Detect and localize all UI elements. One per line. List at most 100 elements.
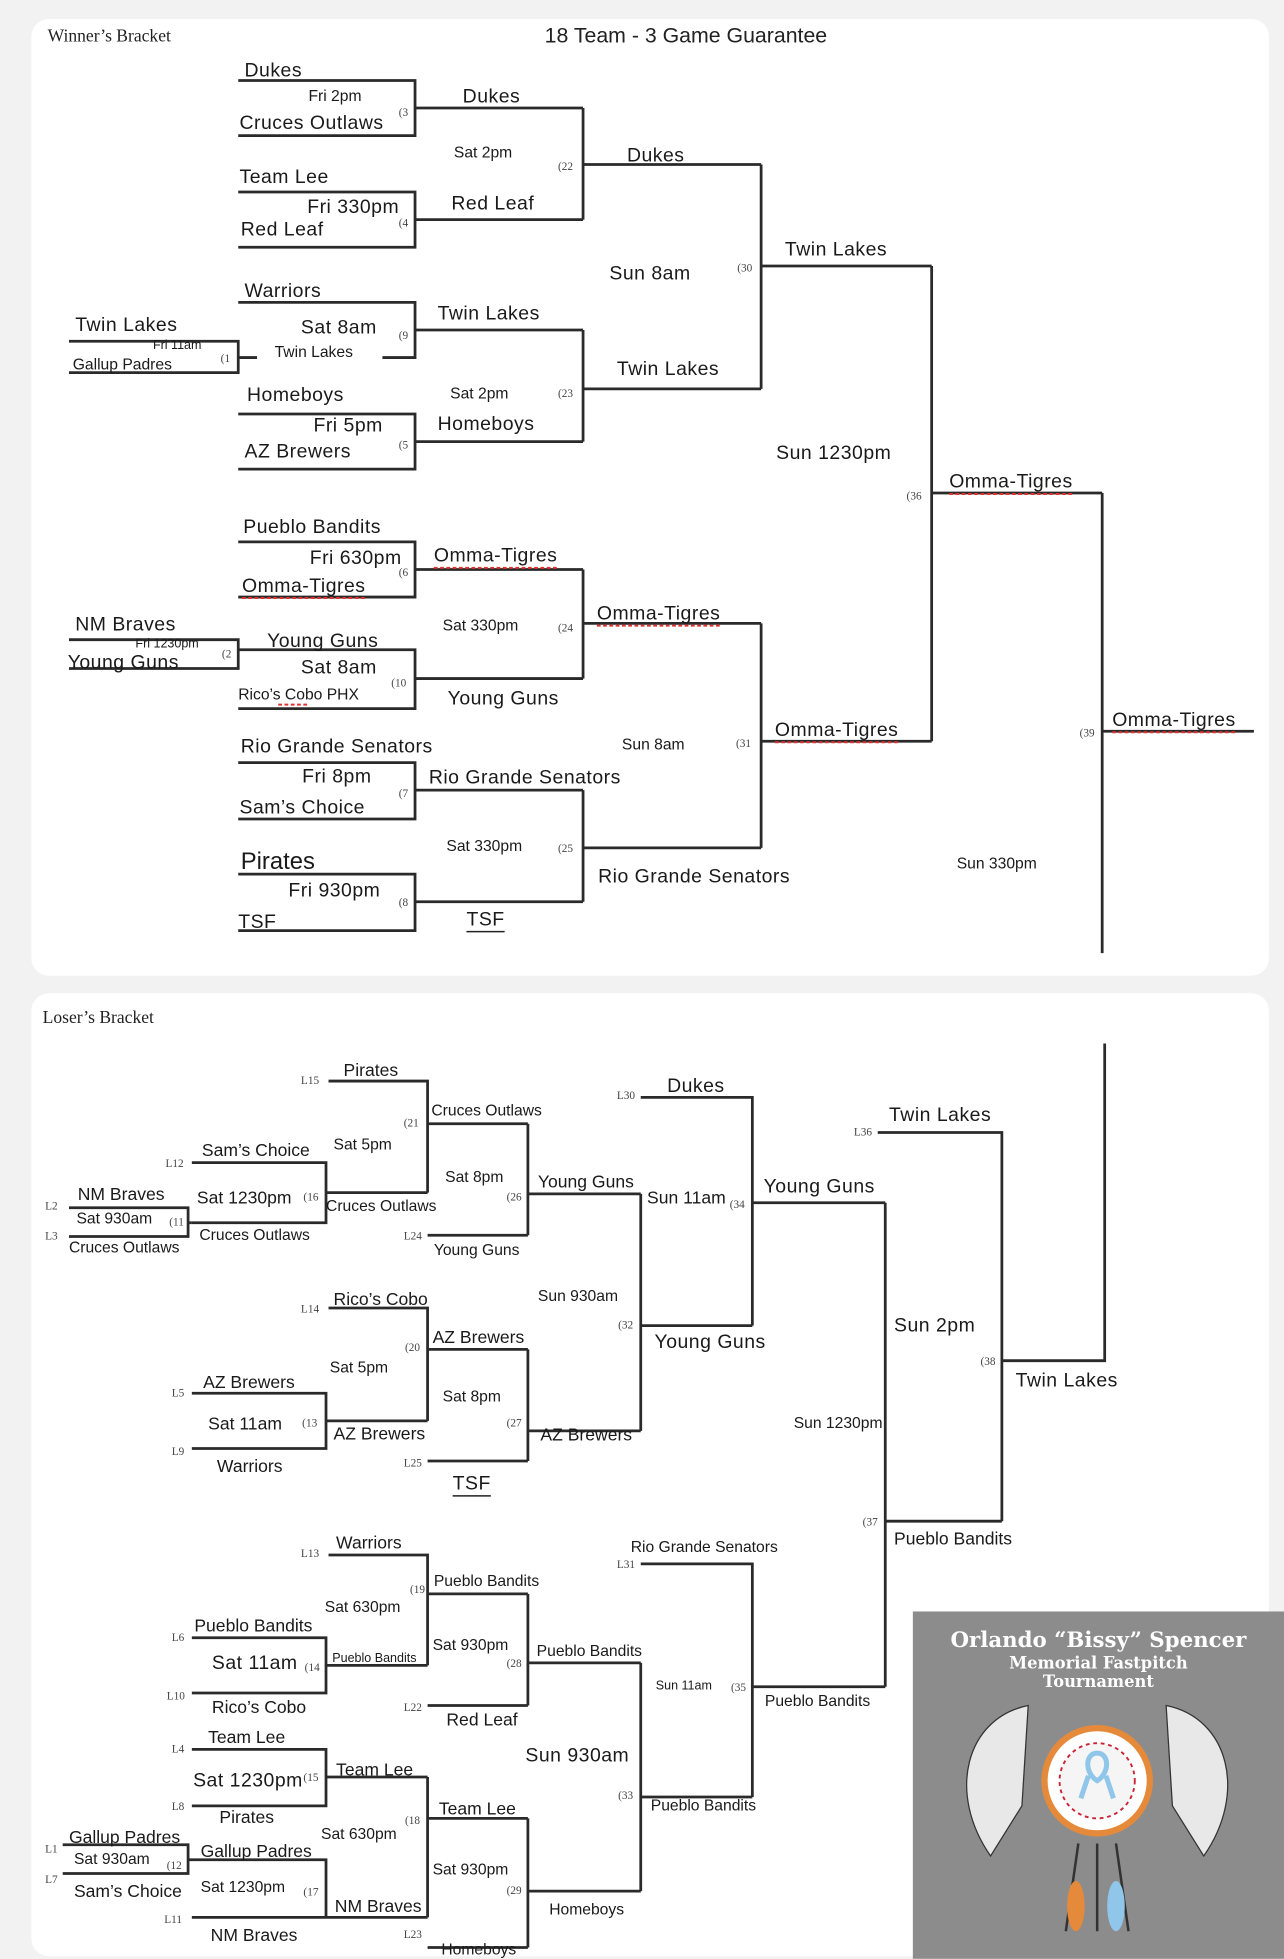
team-name-label: Team Lee (239, 166, 328, 188)
game-time-label: Sat 930pm (433, 1861, 509, 1878)
team-name-label: Cruces Outlaws (199, 1227, 310, 1244)
team-name-label: Young Guns (764, 1175, 875, 1197)
team-name-label: Sam’s Choice (74, 1881, 182, 1901)
game-time-label: Sun 8am (609, 263, 690, 285)
game-number-label: (23 (558, 388, 573, 400)
team-name-label: Dukes (667, 1075, 725, 1097)
game-time-label: Sun 8am (622, 737, 685, 754)
team-name-label: Gallup Padres (201, 1841, 312, 1861)
team-name-label: Warriors (245, 280, 322, 302)
losers-bracket-heading: Loser’s Bracket (43, 1007, 154, 1027)
team-name-label: Dukes (463, 86, 521, 108)
logo-line-3: Tournament (1043, 1672, 1154, 1691)
team-name-label: Gallup Padres (73, 357, 172, 374)
game-time-label: Sat 11am (212, 1652, 298, 1674)
game-number-label: L9 (172, 1446, 185, 1458)
team-name-label: Omma-Tigres (1112, 709, 1236, 731)
game-time-label: Fri 11am (153, 338, 201, 352)
game-number-label: (39 (1080, 728, 1095, 740)
game-number-label: (20 (405, 1342, 420, 1354)
team-name-label: Homeboys (441, 1942, 516, 1959)
game-number-label: (32 (618, 1320, 633, 1332)
team-name-label: Gallup Padres (69, 1827, 180, 1847)
team-name-label: Pirates (219, 1807, 274, 1827)
team-name-label: Pueblo Bandits (332, 1651, 416, 1665)
team-name-label: NM Braves (335, 1896, 422, 1916)
team-name-label: TSF (466, 908, 504, 930)
winged-softball-icon (966, 1704, 1229, 1932)
game-number-label: (3 (399, 107, 409, 119)
game-time-label: Sat 330pm (443, 617, 519, 634)
team-name-label: Twin Lakes (889, 1104, 991, 1126)
team-name-label: Sam’s Choice (239, 797, 364, 819)
game-number-label: (30 (737, 263, 752, 275)
team-name-label: Red Leaf (446, 1709, 517, 1729)
game-number-label: (28 (507, 1658, 522, 1670)
team-name-label: Dukes (245, 59, 303, 81)
team-name-label: Rio Grande Senators (631, 1539, 778, 1556)
game-number-label: (26 (507, 1192, 522, 1204)
team-name-label: Pueblo Bandits (894, 1529, 1012, 1549)
team-name-label: Young Guns (267, 630, 378, 652)
game-number-label: L11 (164, 1914, 182, 1926)
team-name-label: Cruces Outlaws (431, 1103, 542, 1120)
team-name-label: Twin Lakes (1016, 1370, 1118, 1392)
team-name-label: Cruces Outlaws (69, 1239, 180, 1256)
logo-line-2: Memorial Fastpitch (1009, 1653, 1188, 1672)
team-name-label: Warriors (217, 1456, 283, 1476)
game-number-label: L4 (172, 1743, 185, 1755)
game-number-label: L31 (617, 1559, 635, 1571)
game-number-label: (22 (558, 161, 573, 173)
game-number-label: (21 (404, 1118, 419, 1130)
game-time-label: Sat 11am (208, 1413, 282, 1433)
game-number-label: (8 (399, 897, 409, 909)
team-name-label: AZ Brewers (540, 1425, 632, 1445)
game-time-label: Sun 1230pm (794, 1415, 883, 1432)
team-name-label: Rico’s Cobo (212, 1697, 307, 1717)
game-number-label: (33 (618, 1790, 633, 1802)
team-name-label: AZ Brewers (433, 1327, 525, 1347)
team-name-label: Pirates (241, 848, 315, 875)
game-time-label: Sat 8am (301, 656, 377, 678)
game-time-label: Fri 5pm (313, 414, 382, 436)
game-number-label: (34 (730, 1199, 745, 1211)
game-number-label: L30 (617, 1090, 636, 1102)
game-number-label: (27 (507, 1417, 522, 1429)
team-name-label: Omma-Tigres (775, 719, 899, 741)
team-name-label: TSF (453, 1473, 491, 1495)
game-time-label: Sat 5pm (334, 1137, 392, 1154)
game-time-label: Sat 930pm (433, 1637, 509, 1654)
team-name-label: Cruces Outlaws (326, 1198, 437, 1215)
game-number-label: (4 (399, 217, 409, 229)
team-name-label: Young Guns (68, 651, 179, 673)
team-name-label: Pirates (344, 1060, 399, 1080)
team-name-label: Pueblo Bandits (434, 1573, 539, 1590)
game-number-label: L15 (301, 1075, 320, 1087)
game-number-label: (16 (303, 1192, 318, 1204)
team-name-label: Omma-Tigres (597, 602, 721, 624)
team-name-label: Twin Lakes (785, 239, 887, 261)
team-name-label: Pueblo Bandits (194, 1615, 312, 1635)
game-time-label: Sun 11am (656, 1678, 712, 1692)
game-number-label: (25 (558, 843, 573, 855)
tournament-logo: Orlando “Bissy” Spencer Memorial Fastpit… (912, 1611, 1284, 1959)
team-name-label: AZ Brewers (334, 1423, 426, 1443)
game-time-label: Sun 2pm (894, 1315, 975, 1337)
game-time-label: Sat 8pm (445, 1169, 503, 1186)
game-number-label: (29 (507, 1885, 522, 1897)
game-number-label: L25 (404, 1458, 423, 1470)
team-name-label: Rio Grande Senators (241, 735, 433, 757)
page-title: 18 Team - 3 Game Guarantee (545, 23, 828, 47)
team-name-label: Twin Lakes (438, 303, 540, 325)
team-name-label: Team Lee (336, 1759, 413, 1779)
game-number-label: L5 (172, 1387, 185, 1399)
game-number-label: (6 (399, 567, 409, 579)
game-time-label: Sat 930am (76, 1210, 152, 1227)
team-name-label: Pueblo Bandits (537, 1643, 642, 1660)
team-name-label: Omma-Tigres (434, 545, 558, 567)
game-number-label: (15 (303, 1772, 318, 1784)
game-time-label: Sat 2pm (454, 145, 512, 162)
